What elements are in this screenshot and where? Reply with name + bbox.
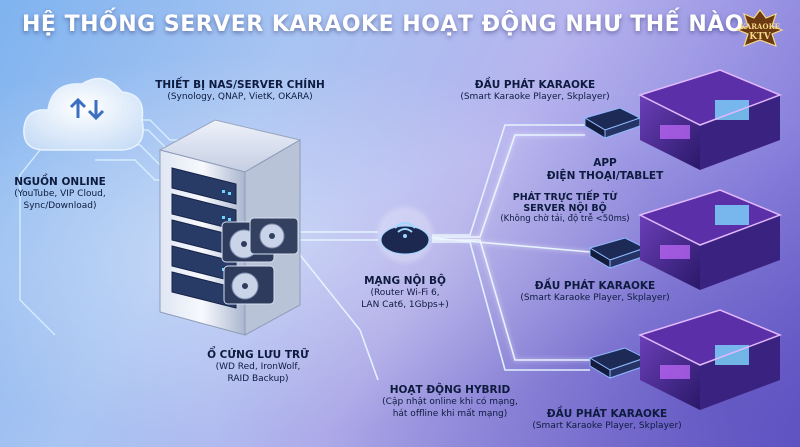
lan-title: MẠNG NỘI BỘ: [364, 275, 446, 287]
hybrid-line: hát offline khi mất mạng): [392, 408, 508, 419]
player-top-line: (Smart Karaoke Player, Skplayer): [460, 92, 610, 102]
karaoke-room-middle: [638, 189, 783, 290]
flow-glow: [431, 133, 591, 362]
karaoke-room-top: [638, 69, 783, 170]
router-icon: [377, 207, 433, 263]
online-source-line: (YouTube, VIP Cloud,: [14, 189, 106, 199]
cloud-icon: [23, 77, 144, 151]
storage-title: Ổ CỨNG LƯU TRỮ: [207, 349, 309, 361]
player-top-label: ĐẦU PHÁT KARAOKE (Smart Karaoke Player, …: [450, 79, 620, 104]
nas-server-label: THIẾT BỊ NAS/SERVER CHÍNH (Synology, QNA…: [150, 79, 330, 104]
app-title: APP: [593, 157, 617, 169]
logo-text-line1: KARAOKE: [740, 22, 780, 31]
player-bot-title: ĐẦU PHÁT KARAOKE: [546, 408, 668, 420]
karaoke-room-bottom: [638, 309, 783, 410]
lan-line: (Router Wi-Fi 6,: [370, 288, 440, 298]
player-top-title: ĐẦU PHÁT KARAOKE: [474, 79, 596, 91]
online-source-label: NGUỒN ONLINE (YouTube, VIP Cloud, Sync/D…: [0, 176, 125, 212]
stream-line: SERVER NỘI BỘ: [523, 203, 607, 214]
online-source-title: NGUỒN ONLINE: [14, 176, 106, 188]
player-mid-title: ĐẦU PHÁT KARAOKE: [534, 280, 656, 292]
stream-label: PHÁT TRỰC TIẾP TỪ SERVER NỘI BỘ (Không c…: [495, 192, 635, 226]
player-mid-line: (Smart Karaoke Player, Skplayer): [520, 293, 670, 303]
hybrid-label: HOẠT ĐỘNG HYBRID (Cập nhật online khi có…: [375, 384, 525, 420]
storage-line: (WD Red, IronWolf,: [215, 362, 301, 372]
hybrid-title: HOẠT ĐỘNG HYBRID: [389, 384, 511, 396]
nas-server-line: (Synology, QNAP, VietK, OKARA): [167, 92, 313, 102]
player-mid-label: ĐẦU PHÁT KARAOKE (Smart Karaoke Player, …: [510, 280, 680, 305]
karaoke-player-icon: [583, 107, 647, 379]
app-line: ĐIỆN THOẠI/TABLET: [546, 170, 664, 182]
app-label: APP ĐIỆN THOẠI/TABLET: [540, 157, 670, 183]
player-bot-line: (Smart Karaoke Player, Skplayer): [532, 421, 682, 431]
stream-title: PHÁT TRỰC TIẾP TỪ: [512, 192, 618, 203]
karaoke-ktv-logo: KARAOKE KTV: [728, 6, 792, 52]
lan-line: LAN Cat6, 1Gbps+): [361, 299, 449, 310]
storage-label: Ổ CỨNG LƯU TRỮ (WD Red, IronWolf, RAID B…: [198, 349, 318, 385]
logo-text-line2: KTV: [749, 32, 771, 42]
storage-line: RAID Backup): [227, 373, 289, 384]
stream-line: (Không chờ tải, độ trễ <50ms): [500, 214, 630, 224]
page-title: HỆ THỐNG SERVER KARAOKE HOẠT ĐỘNG NHƯ TH…: [22, 12, 744, 37]
hybrid-line: (Cập nhật online khi có mạng,: [382, 397, 518, 407]
nas-server-title: THIẾT BỊ NAS/SERVER CHÍNH: [155, 79, 325, 91]
online-source-line: Sync/Download): [23, 200, 97, 211]
player-bot-label: ĐẦU PHÁT KARAOKE (Smart Karaoke Player, …: [522, 408, 692, 433]
hard-drive-icon: [221, 217, 299, 305]
lan-label: MẠNG NỘI BỘ (Router Wi-Fi 6, LAN Cat6, 1…: [345, 275, 465, 311]
